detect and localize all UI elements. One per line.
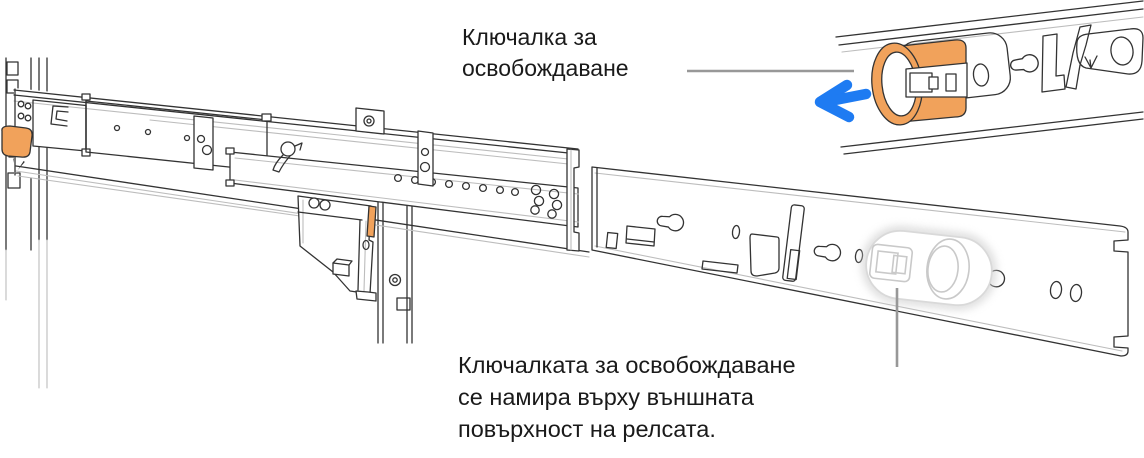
latch-location-caption: Ключалката за освобождаване се намира въ… xyxy=(458,352,796,442)
post-mounting-clip xyxy=(355,107,385,135)
direction-arrow-left-icon xyxy=(814,79,872,123)
orange-indicator-strip xyxy=(366,205,377,238)
keyhole-slot xyxy=(1008,53,1040,75)
outer-rail-panel xyxy=(591,166,1129,367)
latch-pin xyxy=(972,63,990,87)
inner-telescoping-rail xyxy=(13,88,590,258)
release-latch-ghost xyxy=(862,226,996,310)
release-latch-label: Ключалка за освобождаване xyxy=(462,24,629,81)
mounting-bracket xyxy=(297,195,377,302)
release-latch-cylinder xyxy=(871,39,968,126)
release-tab xyxy=(1,125,33,158)
inset-rail-closeup xyxy=(814,0,1144,155)
